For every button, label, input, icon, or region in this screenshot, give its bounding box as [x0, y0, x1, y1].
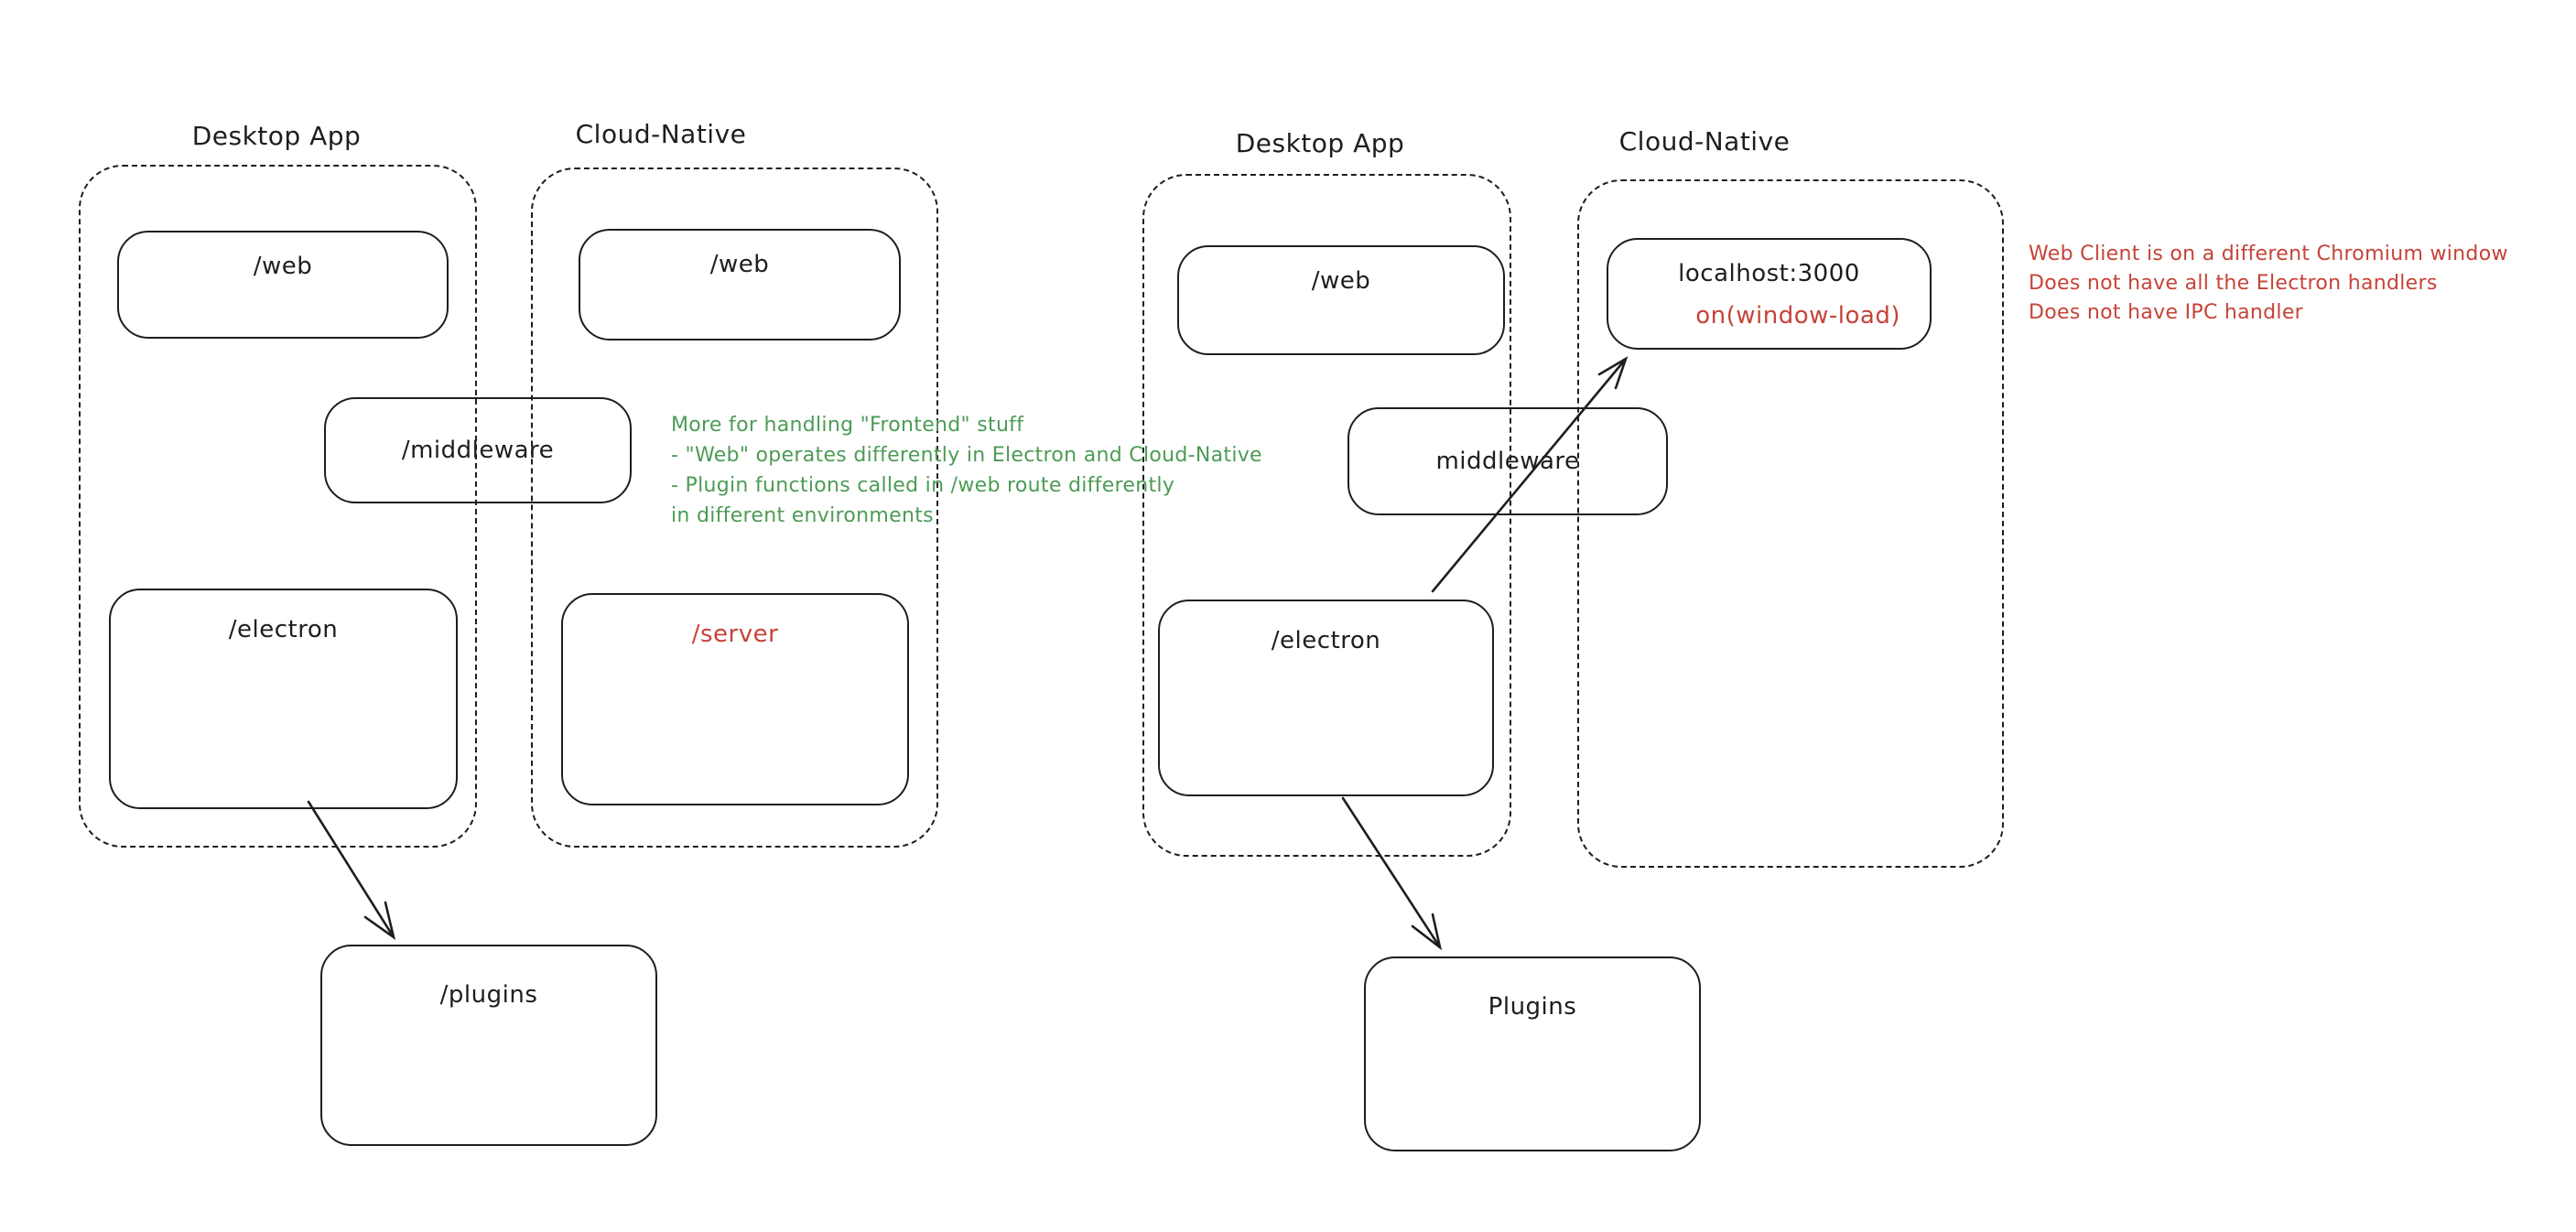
green-annotation: More for handling "Frontend" stuff - "We…	[671, 410, 1262, 531]
right-electron-box: /electron	[1158, 600, 1494, 796]
left-cloud-native-label: Cloud-Native	[575, 119, 747, 149]
red-annotation-line: Does not have all the Electron handlers	[2029, 272, 2438, 295]
left-server-box: /server	[561, 593, 909, 805]
left-middleware-label: /middleware	[401, 437, 555, 464]
left-cloud-native-container	[531, 168, 938, 848]
green-annotation-line: - "Web" operates differently in Electron…	[671, 444, 1262, 467]
left-desktop-app-label: Desktop App	[191, 121, 362, 151]
right-cloud-native-label: Cloud-Native	[1618, 126, 1791, 157]
left-web-cloud-label: /web	[709, 251, 770, 278]
left-electron-label: /electron	[228, 616, 339, 643]
left-plugins-box: /plugins	[320, 945, 657, 1146]
green-annotation-line: More for handling "Frontend" stuff	[671, 414, 1024, 437]
left-web-cloud-box: /web	[579, 229, 901, 340]
left-web-desktop-label: /web	[253, 253, 313, 280]
left-electron-box: /electron	[109, 589, 458, 809]
right-middleware-label: middleware	[1435, 448, 1580, 475]
red-annotation: Web Client is on a different Chromium wi…	[2029, 240, 2508, 328]
left-web-desktop-box: /web	[117, 231, 449, 339]
left-plugins-label: /plugins	[439, 981, 538, 1009]
right-desktop-app-label: Desktop App	[1235, 128, 1405, 158]
left-server-label: /server	[691, 621, 779, 648]
right-electron-label: /electron	[1271, 627, 1381, 654]
localhost-label: localhost:3000	[1678, 260, 1860, 287]
green-annotation-line: in different environments	[671, 504, 934, 527]
window-load-label: on(window-load)	[1695, 302, 1900, 330]
localhost-box: localhost:3000 on(window-load)	[1607, 238, 1932, 350]
right-web-desktop-label: /web	[1311, 267, 1371, 295]
right-middleware-box: middleware	[1348, 407, 1668, 515]
right-plugins-label: Plugins	[1488, 993, 1577, 1021]
right-web-desktop-box: /web	[1177, 245, 1505, 355]
red-annotation-line: Web Client is on a different Chromium wi…	[2029, 243, 2508, 265]
green-annotation-line: - Plugin functions called in /web route …	[671, 474, 1175, 497]
left-desktop-app-container	[79, 165, 477, 848]
red-annotation-line: Does not have IPC handler	[2029, 301, 2304, 324]
right-plugins-box: Plugins	[1364, 956, 1701, 1151]
left-middleware-box: /middleware	[324, 397, 632, 503]
